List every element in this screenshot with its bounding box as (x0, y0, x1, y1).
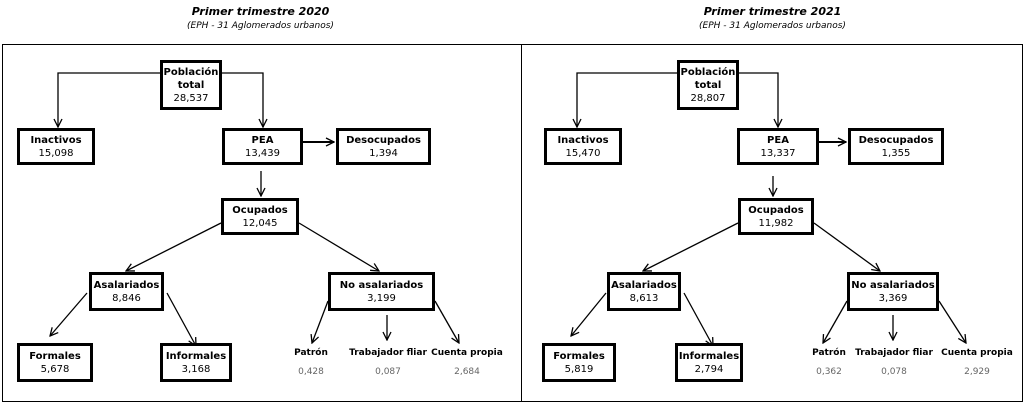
node-label: No asalariados (339, 279, 424, 291)
node-informales: Informales 3,168 (160, 343, 232, 382)
node-ocupados: Ocupados 11,982 (738, 198, 814, 235)
arrows-2021 (522, 72, 1024, 403)
node-formales: Formales 5,819 (542, 343, 616, 382)
node-trabajador-fliar: Trabajador fliar 0,087 (341, 347, 435, 378)
node-inactivos: Inactivos 15,098 (17, 128, 95, 165)
node-label: Trabajador fliar (855, 348, 933, 358)
node-label: Inactivos (30, 134, 82, 146)
node-desocupados: Desocupados 1,355 (848, 128, 944, 165)
node-trabajador-fliar: Trabajador fliar 0,078 (848, 347, 940, 378)
node-label: Cuenta propia (431, 348, 503, 358)
node-label: Asalariados (93, 279, 160, 291)
node-label: Ocupados (748, 204, 804, 216)
node-label: Informales (678, 350, 740, 362)
node-value: 2,684 (454, 367, 480, 377)
node-label: Desocupados (346, 134, 421, 146)
node-value: 5,819 (564, 363, 594, 375)
node-informales: Informales 2,794 (675, 343, 743, 382)
arrow-poblacion-inactivos (577, 72, 677, 127)
node-inactivos: Inactivos 15,470 (544, 128, 622, 165)
node-label: Cuenta propia (941, 348, 1013, 358)
node-ocupados: Ocupados 12,045 (221, 198, 299, 235)
node-value: 0,087 (375, 367, 401, 377)
arrow-ocupados-no-asalariados (813, 222, 880, 271)
node-patron: Patrón 0,428 (286, 347, 336, 378)
arrow-no-asalariados-patron (823, 300, 848, 343)
arrow-ocupados-asalariados (643, 222, 739, 271)
arrow-poblacion-pea (222, 72, 263, 127)
node-value: 0,428 (298, 367, 324, 377)
node-value: 3,369 (878, 292, 908, 304)
node-value: 15,098 (38, 147, 74, 159)
panel-title-2021: Primer trimestre 2021 (703, 5, 842, 18)
panel-subtitle-2020: (EPH - 31 Aglomerados urbanos) (187, 21, 334, 31)
arrow-ocupados-asalariados (126, 222, 222, 271)
node-label: Formales (553, 350, 605, 362)
node-label: Inactivos (557, 134, 609, 146)
node-value: 0,078 (881, 367, 907, 377)
arrow-poblacion-pea (739, 72, 778, 127)
node-cuenta-propia: Cuenta propia 2,929 (936, 347, 1018, 378)
node-label: Desocupados (858, 134, 934, 146)
node-value: 28,537 (173, 92, 209, 104)
node-value: 13,439 (245, 147, 280, 159)
panel-title-2020: Primer trimestre 2020 (191, 5, 330, 18)
node-label: Asalariados (611, 279, 677, 291)
node-value: 15,470 (565, 147, 601, 159)
node-label: No asalariados (851, 279, 935, 291)
node-value: 13,337 (760, 147, 796, 159)
node-value: 3,168 (181, 363, 211, 375)
node-no-asalariados: No asalariados 3,199 (328, 272, 435, 311)
node-value: 1,355 (881, 147, 911, 159)
node-label: Patrón (294, 348, 328, 358)
node-label: Formales (29, 350, 81, 362)
arrow-no-asalariados-cuenta-propia (434, 300, 459, 343)
node-label: Población total (680, 66, 736, 91)
node-value: 5,678 (40, 363, 70, 375)
node-no-asalariados: No asalariados 3,369 (847, 272, 939, 311)
node-value: 11,982 (758, 217, 794, 229)
node-poblacion-total: Población total 28,537 (160, 60, 222, 110)
node-label: Ocupados (232, 204, 288, 216)
node-patron: Patrón 0,362 (804, 347, 854, 378)
arrows-2020 (3, 72, 523, 403)
arrow-asalariados-informales (683, 292, 713, 346)
node-pea: PEA 13,439 (222, 128, 303, 165)
node-label: PEA (251, 134, 274, 146)
node-asalariados: Asalariados 8,613 (607, 272, 681, 311)
arrow-asalariados-informales (166, 292, 196, 346)
node-value: 2,794 (694, 363, 724, 375)
node-value: 2,929 (964, 367, 990, 377)
node-cuenta-propia: Cuenta propia 2,684 (429, 347, 505, 378)
diagram-panel-2021: Población total 28,807 Inactivos 15,470 … (521, 44, 1023, 402)
node-pea: PEA 13,337 (737, 128, 819, 165)
node-value: 0,362 (816, 367, 842, 377)
node-label: PEA (767, 134, 789, 146)
node-formales: Formales 5,678 (17, 343, 93, 382)
node-value: 1,394 (369, 147, 398, 159)
panel-subtitle-2021: (EPH - 31 Aglomerados urbanos) (699, 21, 846, 31)
node-poblacion-total: Población total 28,807 (677, 60, 739, 110)
node-value: 8,846 (112, 292, 141, 304)
arrow-no-asalariados-cuenta-propia (938, 300, 966, 343)
node-value: 12,045 (242, 217, 278, 229)
node-label: Población total (163, 66, 219, 91)
arrow-asalariados-formales (50, 292, 88, 336)
arrow-poblacion-inactivos (58, 72, 160, 127)
node-asalariados: Asalariados 8,846 (89, 272, 164, 311)
node-desocupados: Desocupados 1,394 (336, 128, 431, 165)
node-value: 3,199 (367, 292, 396, 304)
arrow-no-asalariados-patron (312, 300, 329, 343)
diagram-panel-2020: Población total 28,537 Inactivos 15,098 … (2, 44, 522, 402)
arrow-asalariados-formales (571, 292, 607, 336)
arrow-ocupados-no-asalariados (298, 222, 379, 271)
node-label: Patrón (812, 348, 846, 358)
node-label: Informales (165, 350, 227, 362)
node-value: 28,807 (690, 92, 726, 104)
node-label: Trabajador fliar (349, 348, 427, 358)
node-value: 8,613 (629, 292, 659, 304)
